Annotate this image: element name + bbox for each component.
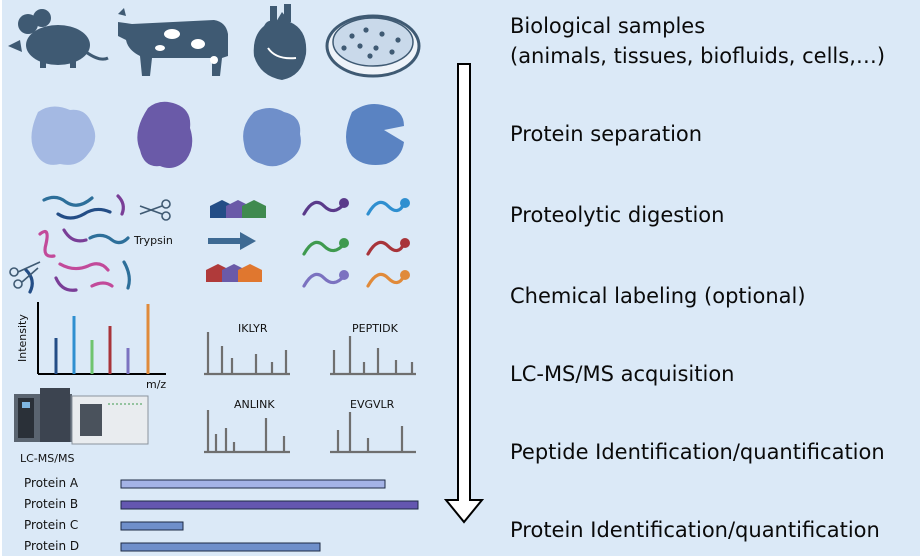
protein-bar-a — [120, 479, 386, 489]
protein-bar-c — [120, 521, 184, 531]
peptide-spectrum-peptidk — [330, 336, 416, 376]
protein-bar-b — [120, 500, 419, 510]
peptide-spectrum-anlink — [204, 410, 290, 454]
step-chemical-labeling: Chemical labeling (optional) — [510, 284, 806, 308]
step-samples-subtitle: (animals, tissues, biofluids, cells,…) — [510, 44, 886, 68]
heart-icon — [253, 4, 307, 80]
tag-labels-group — [206, 200, 266, 282]
down-arrow-icon — [443, 63, 485, 524]
mouse-icon — [8, 9, 109, 68]
ms-spectrum-axes — [37, 302, 166, 375]
protein-d-label: Protein D — [24, 539, 80, 553]
step-protein-separation: Protein separation — [510, 122, 703, 146]
scissors-icon — [9, 199, 171, 289]
step-samples-title: Biological samples — [510, 14, 706, 38]
step-proteolytic-digestion: Proteolytic digestion — [510, 203, 725, 227]
protein-chains-group — [24, 194, 131, 294]
peptide-spectrum-evgvlr — [330, 412, 416, 454]
peptide-label-evgvlr: EVGVLR — [350, 398, 395, 411]
ms-spectrum-peaks — [54, 304, 150, 374]
protein-c-label: Protein C — [24, 518, 79, 532]
protein-b-label: Protein B — [24, 497, 79, 511]
mass-spectrometer-icon — [14, 388, 149, 445]
step-lcms-acquisition: LC-MS/MS acquisition — [510, 362, 735, 386]
protein-bar-d — [120, 542, 321, 552]
peptide-label-iklyr: IKLYR — [238, 322, 268, 335]
arrow-right-icon — [208, 232, 256, 250]
labeled-peptides-group — [302, 200, 406, 288]
peptide-spectrum-iklyr — [204, 332, 290, 376]
peptide-label-peptidk: PEPTIDK — [352, 322, 398, 335]
ms-y-axis-label: Intensity — [16, 314, 29, 362]
protein-icon — [31, 101, 404, 168]
protein-bars-group — [120, 479, 419, 552]
ms-x-axis-label: m/z — [146, 378, 167, 391]
step-protein-identification: Protein Identification/quantification — [510, 518, 880, 542]
step-peptide-identification: Peptide Identification/quantification — [510, 440, 885, 464]
peptide-label-anlink: ANLINK — [234, 398, 275, 411]
cow-icon — [118, 8, 228, 76]
petri-dish-icon — [325, 14, 421, 78]
enzyme-label: Trypsin — [134, 234, 173, 247]
protein-a-label: Protein A — [24, 476, 79, 490]
instrument-label: LC-MS/MS — [20, 452, 75, 465]
peptide-tag-dots — [339, 198, 410, 280]
